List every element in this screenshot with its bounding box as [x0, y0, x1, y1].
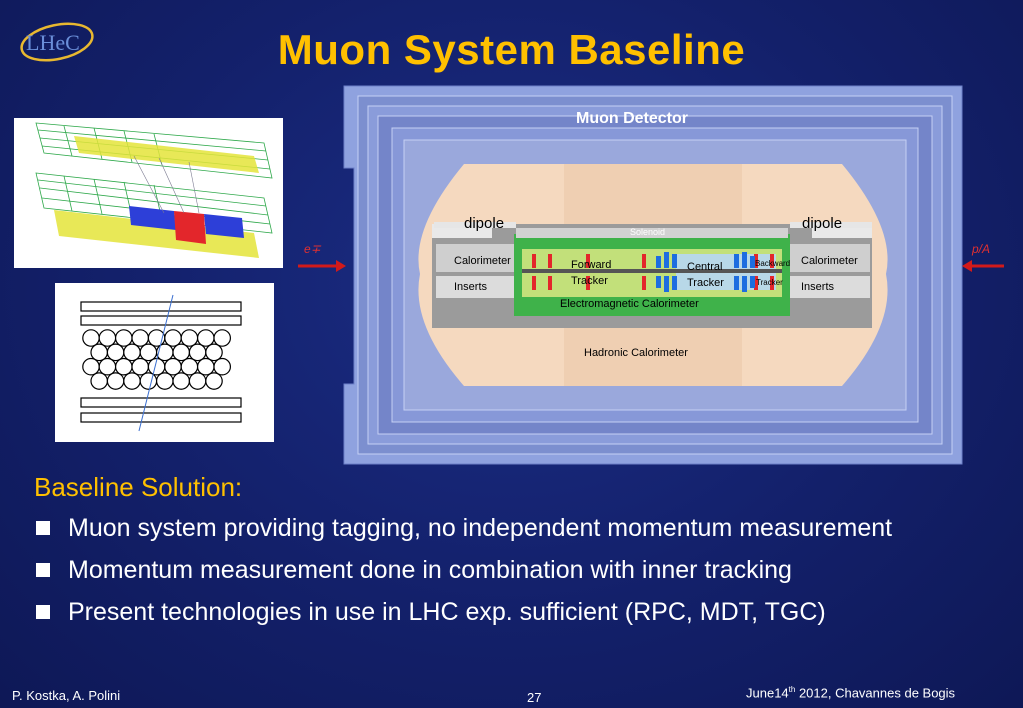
drift-tube	[106, 372, 125, 390]
drift-tube	[139, 343, 158, 362]
drift-tube	[156, 372, 174, 390]
bullet-list: Muon system providing tagging, no indepe…	[34, 516, 994, 642]
dipole-left-label: dipole	[464, 215, 505, 232]
drift-tube	[197, 357, 215, 376]
logo-text: LHeC	[26, 30, 80, 55]
drift-tube-layout-image	[55, 283, 274, 442]
drift-tube	[188, 343, 207, 362]
drift-tube	[205, 343, 223, 362]
beam-left-label: e∓	[304, 242, 321, 256]
footer-authors: P. Kostka, A. Polini	[12, 688, 121, 703]
hadronic-calorimeter-label: Hadronic Calorimeter	[584, 347, 688, 359]
forward-tracker-label-1: Forward	[571, 259, 612, 271]
drift-tube	[123, 372, 141, 390]
bullet-item: Present technologies in use in LHC exp. …	[34, 600, 994, 625]
central-tracker-label-2: Tracker	[687, 277, 724, 289]
chamber-geometry-image	[14, 118, 283, 268]
drift-tube	[164, 357, 182, 376]
baseline-solution-heading: Baseline Solution:	[34, 472, 243, 502]
em-calorimeter-label: Electromagnetic Calorimeter	[560, 298, 699, 310]
drift-tube	[90, 343, 108, 362]
solenoid-label: Solenoid	[630, 227, 666, 237]
drift-tube	[197, 329, 215, 347]
bullet-square-icon	[36, 521, 50, 535]
bullet-square-icon	[36, 605, 50, 619]
drift-tube	[131, 329, 149, 347]
drift-tube	[213, 329, 231, 347]
drift-tube	[188, 372, 207, 390]
footer-page-number: 27	[527, 690, 542, 705]
lhec-logo: LHeC	[20, 22, 94, 62]
inserts-left-label: Inserts	[454, 281, 488, 293]
bullet-item: Muon system providing tagging, no indepe…	[34, 516, 994, 541]
muon-detector-diagram: Muon Detector Solenoid dipole dipole e∓ …	[296, 84, 1014, 468]
drift-tube	[172, 343, 190, 362]
drift-tube	[90, 372, 108, 390]
drift-tube	[139, 372, 158, 390]
drift-tube	[82, 357, 100, 376]
calorimeter-left-label: Calorimeter	[454, 255, 511, 267]
calorimeter-right-label: Calorimeter	[801, 255, 858, 267]
drift-tube	[180, 357, 199, 376]
backward-tracker-label-2: Tracker	[756, 278, 783, 287]
drift-tube	[115, 329, 133, 347]
central-tracker-label-1: Central	[687, 261, 723, 273]
drift-tube	[98, 357, 117, 376]
drift-tube	[106, 343, 125, 362]
drift-tube	[123, 343, 141, 362]
inserts-right-label: Inserts	[801, 281, 835, 293]
bullet-square-icon	[36, 563, 50, 577]
bullet-item: Momentum measurement done in combination…	[34, 558, 994, 583]
drift-tube	[82, 329, 100, 347]
beam-right-label: p/A	[972, 242, 991, 256]
drift-tube	[205, 372, 223, 390]
drift-tube	[131, 357, 149, 376]
drift-tube	[172, 372, 190, 390]
drift-tube	[180, 329, 199, 347]
dipole-right-label: dipole	[802, 215, 843, 232]
footer-date: June14th 2012, Chavannes de Bogis	[746, 685, 956, 701]
forward-tracker-label-2: Tracker	[571, 275, 608, 287]
drift-tube	[98, 329, 117, 347]
detector-title: Muon Detector	[576, 110, 688, 127]
page-title: Muon System Baseline	[277, 26, 746, 73]
drift-tube	[164, 329, 182, 347]
drift-tube	[213, 357, 231, 376]
drift-tube	[115, 357, 133, 376]
backward-tracker-label-1: Backward	[755, 259, 791, 268]
